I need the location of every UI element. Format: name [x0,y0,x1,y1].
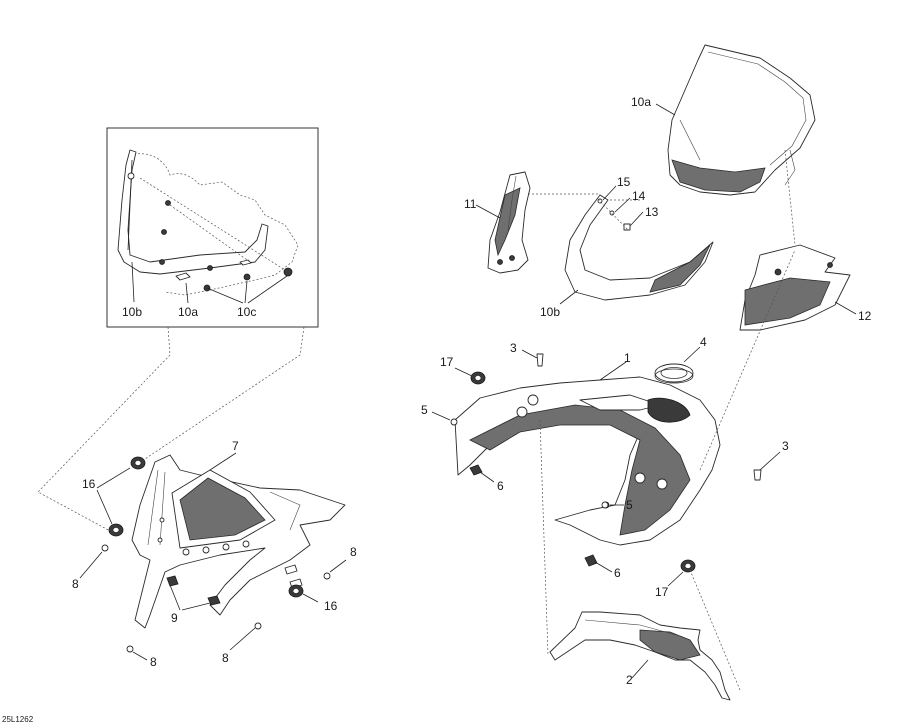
label-7: 7 [232,439,239,453]
side-bracket-11 [487,171,531,274]
label-8-left: 8 [72,577,79,591]
label-6-left: 6 [497,479,504,493]
label-3-right: 3 [782,439,789,453]
label-12: 12 [858,309,872,323]
lower-panel-2 [549,611,731,701]
drawing-code: 25L1262 [2,715,34,724]
label-10b: 10b [540,305,560,319]
label-5-left: 5 [421,403,428,417]
label-1: 1 [624,351,631,365]
label-10b-inset: 10b [122,305,142,319]
label-10a-inset: 10a [178,305,198,319]
label-10a: 10a [631,95,651,109]
main-console-1 [454,376,721,546]
label-4: 4 [700,335,707,349]
label-13: 13 [645,205,659,219]
label-17-top: 17 [440,355,454,369]
label-8-bottom-center: 8 [222,651,229,665]
windshield-lower-10b [564,194,714,301]
inset-detail-box: 10b 10a 10c [106,127,319,328]
side-panel-12 [739,244,851,331]
inset-fasteners [127,172,293,292]
label-15: 15 [617,175,631,189]
label-16-left: 16 [82,477,96,491]
label-3-top: 3 [510,341,517,355]
label-6-center: 6 [614,566,621,580]
label-16-right: 16 [324,599,338,613]
label-8-bottom-left: 8 [150,655,157,669]
label-9: 9 [171,611,178,625]
label-8-right: 8 [350,545,357,559]
label-10c-inset: 10c [237,305,256,319]
fasteners-13-15 [597,198,631,231]
label-5-center: 5 [626,498,633,512]
label-11: 11 [464,197,477,211]
gauge-ring-4 [654,363,694,384]
bracket-assembly-7 [101,454,346,653]
label-2: 2 [626,673,633,687]
windshield-10a [667,44,816,196]
label-14: 14 [632,189,646,203]
label-17-bottom: 17 [655,585,669,599]
